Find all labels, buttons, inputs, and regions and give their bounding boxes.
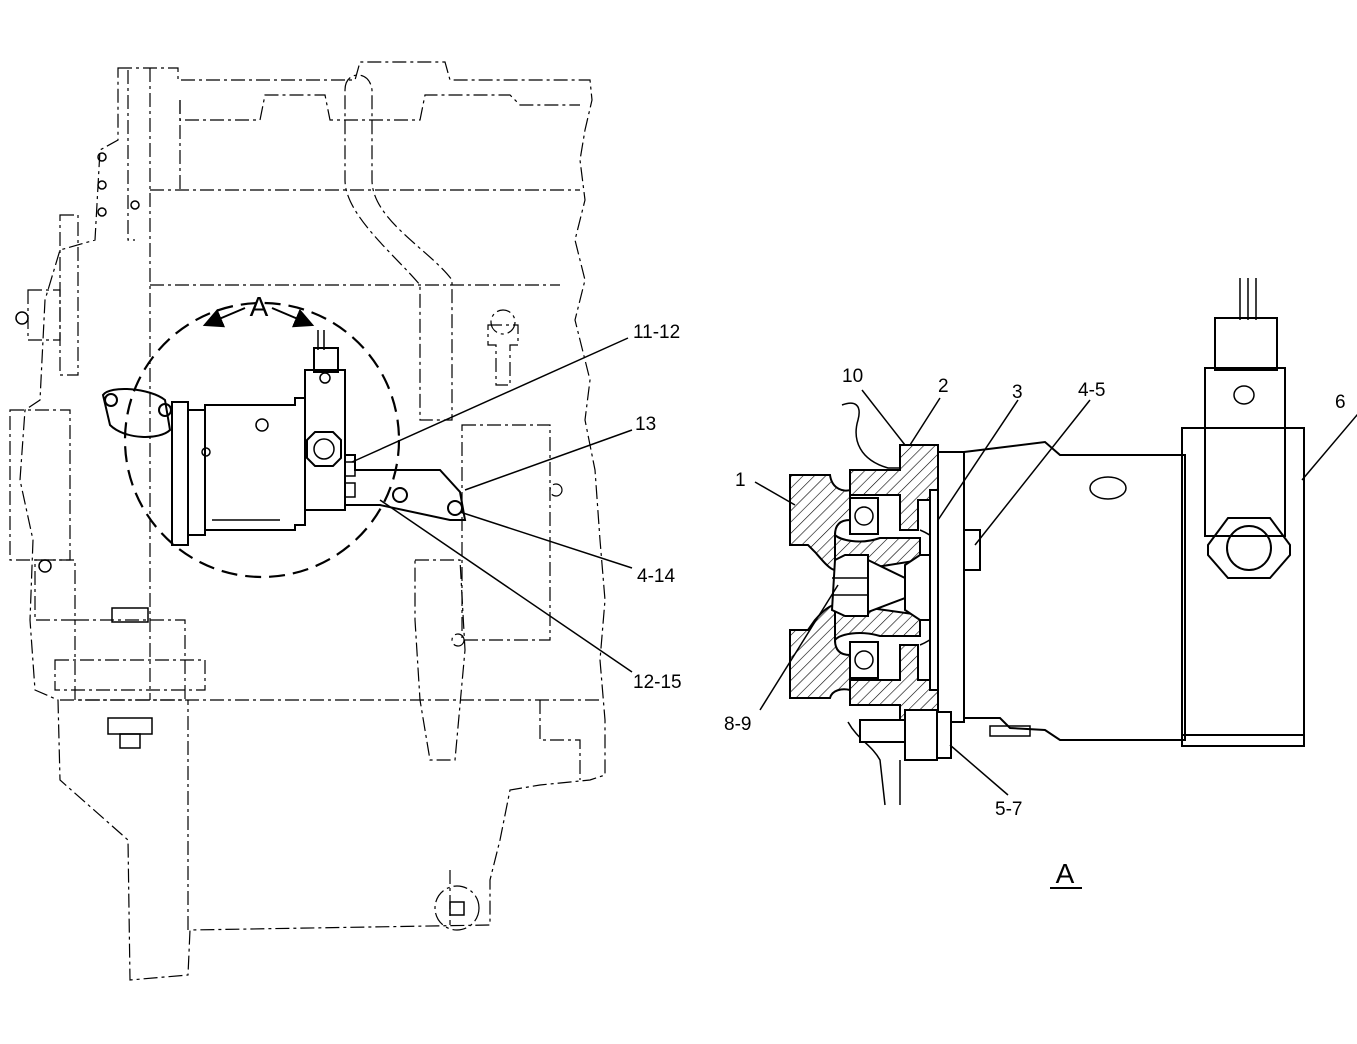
leader-line [1301, 413, 1357, 481]
hub-bolt [15, 311, 29, 325]
bolt-hole [549, 483, 563, 497]
housing-wall [847, 721, 886, 806]
screw-flange [904, 709, 938, 761]
bolt-head [38, 559, 52, 573]
drain-plug [434, 885, 480, 931]
hex-plug-icon [1207, 517, 1291, 579]
callout-3: 3 [1012, 382, 1023, 403]
hex-nut-icon [306, 431, 342, 467]
solenoid-block [1204, 367, 1286, 537]
solenoid [304, 369, 346, 511]
screw-head [936, 711, 952, 759]
bearing-ball [854, 506, 874, 526]
view-arrow-right [271, 307, 315, 328]
leader-line [754, 481, 796, 506]
small-bolt [97, 152, 107, 162]
pulley-rim [59, 214, 79, 376]
fitting-cap [490, 309, 516, 335]
callout-4-5: 4-5 [1078, 380, 1105, 401]
callout-4-14: 4-14 [637, 566, 675, 587]
top-rail [179, 94, 580, 121]
view-title: A [1056, 858, 1075, 889]
connector-pin [1233, 385, 1255, 405]
callout-11-12: 11-12 [633, 322, 680, 343]
leader-line [909, 397, 941, 446]
mounting-ear [101, 388, 172, 438]
bolt-head [963, 529, 981, 571]
leader-line [949, 744, 1009, 796]
tab [989, 725, 1031, 737]
bracket-phantom [414, 559, 466, 761]
gasket [929, 489, 939, 691]
actuator-assembly [171, 330, 467, 546]
tensioner-base [34, 559, 76, 621]
callout-5-7: 5-7 [995, 799, 1022, 820]
callout-12-15: 12-15 [633, 672, 682, 693]
leader-line [464, 429, 633, 491]
bolt-hole [451, 633, 465, 647]
bracket-bolt [392, 487, 408, 503]
adapter-plate [937, 451, 965, 723]
drain-plug-square [449, 901, 465, 916]
bracket [344, 454, 467, 521]
small-bolt [97, 207, 107, 217]
shaft-cone [867, 558, 906, 614]
bearing-upper [849, 497, 879, 535]
tensioner [9, 409, 71, 561]
callout-1: 1 [735, 470, 746, 491]
callout-2: 2 [938, 376, 949, 397]
housing-outline [19, 61, 606, 981]
callout-10: 10 [842, 366, 863, 387]
callout-13: 13 [635, 414, 656, 435]
view-marker-label: A [250, 291, 269, 322]
ear-bolt [104, 393, 118, 407]
fitting [487, 324, 519, 386]
small-bolt [130, 200, 140, 210]
bearing-lower [849, 641, 879, 679]
pulley-hub [27, 289, 61, 341]
view-arrow-left [202, 307, 246, 328]
bolt-head [111, 607, 149, 623]
side-plate [461, 424, 551, 641]
detail-view-a: 10 2 3 4-5 6 1 8-9 5-7 A [724, 278, 1357, 889]
cap-screw [859, 719, 906, 743]
pipe [344, 74, 453, 421]
small-bolt [97, 180, 107, 190]
leader-line [861, 389, 906, 446]
detail-view-circle [123, 301, 401, 579]
leader-line [759, 584, 839, 711]
leader-line [379, 499, 633, 673]
solenoid-housing [1181, 427, 1305, 747]
housing-line [539, 700, 581, 780]
engine-housing-view: A 11-12 13 4-14 12-15 [9, 61, 682, 981]
housing-upper [849, 444, 939, 531]
plug-face [1226, 525, 1272, 571]
solenoid-cap [313, 347, 339, 373]
bearing-ball [854, 650, 874, 670]
leader-line [937, 399, 1019, 521]
shaft-nut [830, 554, 869, 617]
bolt-head [107, 717, 153, 735]
housing-wall [841, 402, 901, 469]
motor-port [1089, 476, 1127, 500]
housing-line [127, 70, 135, 241]
leader-line [459, 511, 633, 569]
motor-body [963, 440, 1186, 741]
bolt-shank [119, 733, 141, 749]
connector-body [1214, 317, 1278, 371]
leader-line [974, 399, 1091, 546]
damper-flange [54, 659, 206, 691]
bracket-bolt [447, 500, 463, 516]
callout-8-9: 8-9 [724, 714, 751, 735]
leader-line [351, 337, 629, 463]
callout-6: 6 [1335, 392, 1346, 413]
